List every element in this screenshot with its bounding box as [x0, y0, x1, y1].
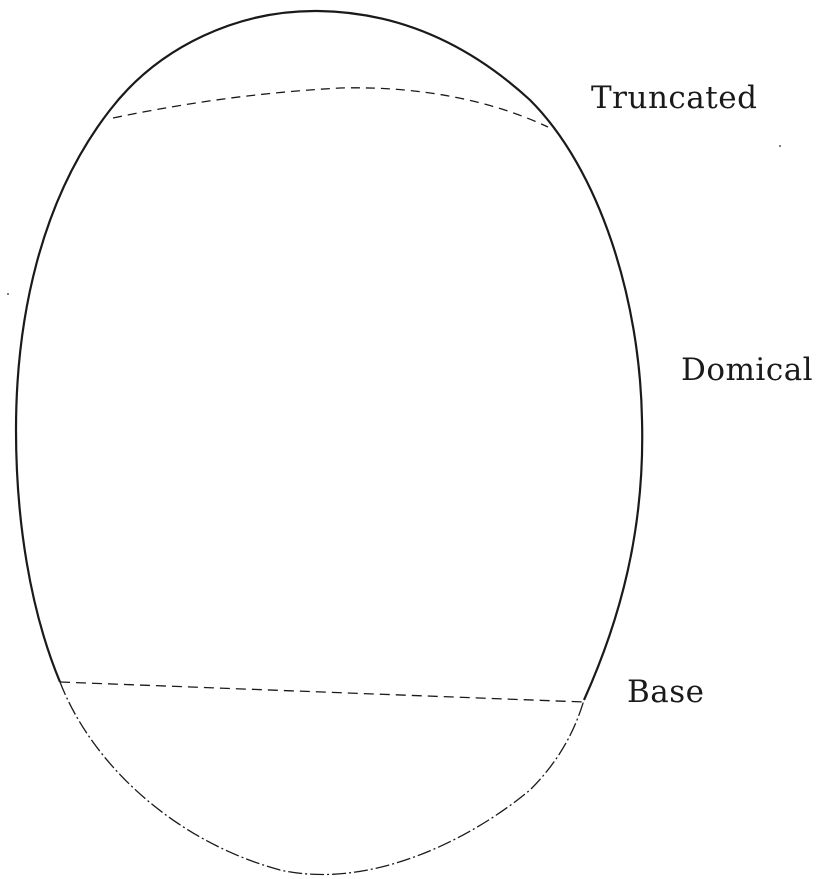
outline-upper: [16, 11, 642, 700]
stray-mark: [7, 293, 9, 295]
base-line: [60, 682, 584, 702]
truncated-line: [113, 88, 548, 127]
label-base: Base: [627, 677, 705, 708]
label-domical: Domical: [681, 355, 813, 386]
stray-mark: [779, 145, 781, 147]
outline-lower: [60, 682, 584, 875]
label-truncated: Truncated: [591, 83, 757, 114]
